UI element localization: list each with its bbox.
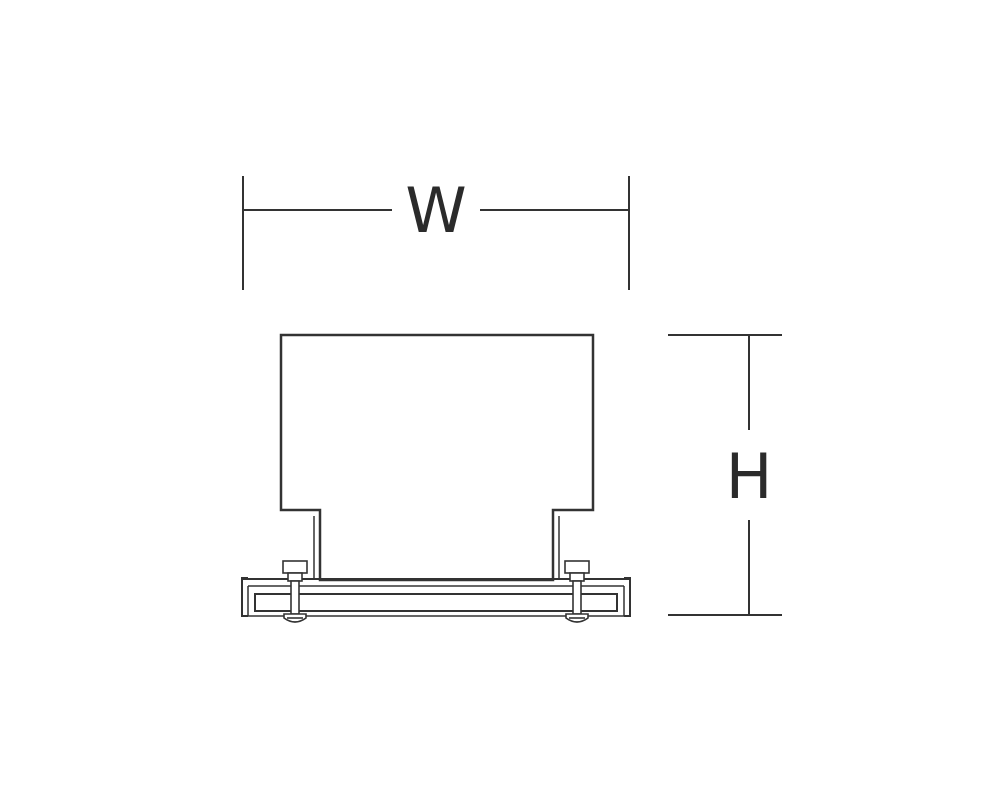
width-label: W (405, 174, 466, 247)
mounting-rail (241, 577, 631, 617)
height-label: H (726, 440, 773, 513)
right-bolt (564, 560, 590, 623)
housing (279, 333, 595, 582)
height-dimension (668, 334, 782, 616)
housing-leg-details (313, 516, 560, 580)
left-bolt (282, 560, 308, 623)
width-dimension (242, 176, 630, 290)
